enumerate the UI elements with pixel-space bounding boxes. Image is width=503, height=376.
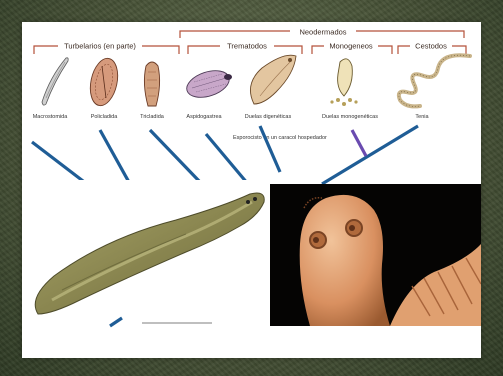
branch-duelas-monogeneticas (352, 130, 366, 156)
macrostomida-illustration (42, 58, 68, 105)
group-label-trematodos: Trematodos (227, 42, 267, 51)
group-label-monogeneos: Monogeneos (329, 42, 373, 51)
tricladida-illustration (144, 62, 159, 106)
taxon-label-duelas-digeneticas: Duelas digenéticas (245, 114, 292, 120)
taxon-label-macrostomida: Macrostomida (33, 114, 68, 120)
taxon-label-aspidogastrea: Aspidogastrea (186, 114, 222, 120)
duelas-monogeneticas-illustration (330, 59, 357, 106)
caption-line (142, 322, 212, 324)
taxon-label-duelas-monogeneticas: Duelas monogenéticas (322, 114, 378, 120)
branch-tenia (322, 126, 418, 184)
group-label-neodermados: Neodermados (299, 28, 346, 37)
taxon-label-tenia: Tenia (415, 114, 429, 120)
duelas-digeneticas-illustration (250, 55, 296, 104)
branch-aspidogastrea (206, 134, 248, 184)
tapeworm-scolex-photo (270, 184, 481, 326)
taxon-label-policladida: Policladida (91, 114, 119, 120)
planarian-drawing (26, 180, 272, 316)
scolex-drawing (270, 184, 481, 326)
planarian-photo (26, 180, 272, 316)
branch-fragment (110, 318, 122, 326)
branch-duelas-digeneticas (260, 126, 280, 172)
taxon-label-tricladida: Tricladida (140, 114, 165, 120)
branch-policladida (100, 130, 130, 184)
organism-illustrations (42, 55, 470, 108)
group-label-cestodos: Cestodos (415, 42, 447, 51)
aspidogastrea-illustration (183, 66, 232, 102)
branch-tricladida (150, 130, 200, 182)
annotation-esporocisto: Esporocisto en un caracol hospedador (233, 135, 327, 141)
slide-panel: Turbelarios (en parte) Neodermados Trema… (22, 22, 481, 358)
policladida-illustration (86, 56, 121, 108)
tenia-illustration (399, 55, 470, 106)
group-label-turbelarios: Turbelarios (en parte) (64, 42, 136, 51)
